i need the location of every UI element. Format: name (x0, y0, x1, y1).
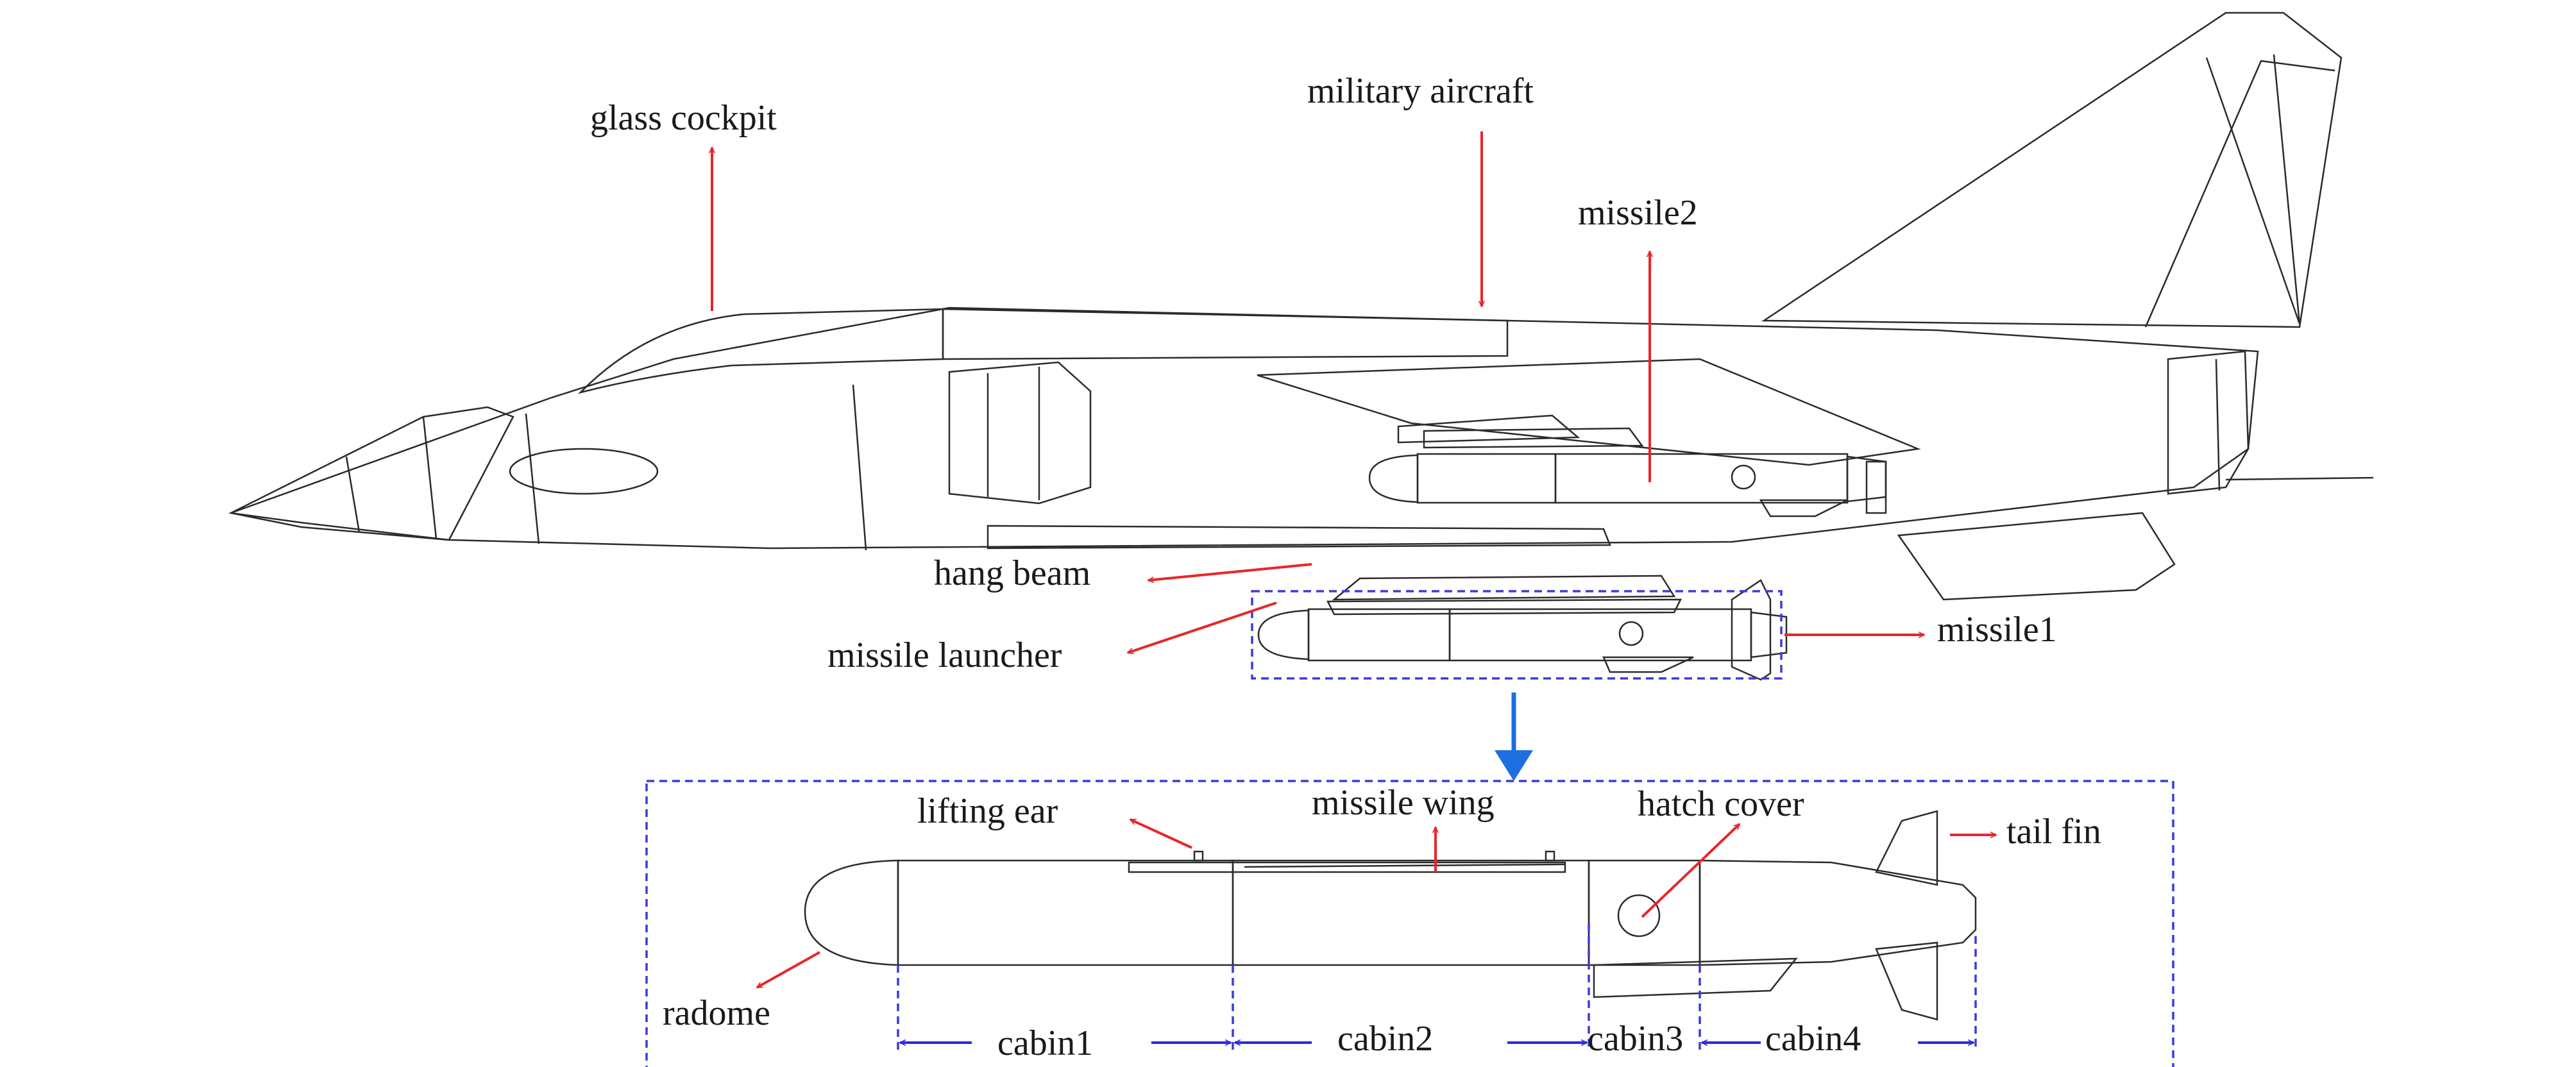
glass-cockpit (577, 308, 944, 394)
detail-arrow (1495, 693, 1533, 781)
missile2-body-rear (1554, 453, 1849, 504)
air-intake (948, 361, 1092, 505)
label-hatch-cover: hatch cover (1638, 784, 1804, 824)
missile1-selection-box (1251, 590, 1783, 680)
radome (804, 859, 899, 966)
cabin4-body (1699, 859, 1977, 966)
label-missile1: missile1 (1937, 610, 2057, 650)
cabin2-body (1232, 859, 1590, 966)
lifting-ear (1193, 850, 1204, 862)
cabin-dimensions (897, 923, 1977, 1052)
label-glass-cockpit: glass cockpit (590, 98, 777, 138)
hang-beam (987, 525, 1611, 550)
label-cabin4: cabin4 (1765, 1019, 1861, 1059)
missile1-tail-fin (1731, 579, 1772, 681)
military-aircraft (228, 12, 2374, 601)
ventral-fin (1897, 512, 2176, 601)
missile-launcher (1326, 575, 1682, 616)
missile-wing (1244, 863, 1566, 868)
label-cabin2: cabin2 (1337, 1019, 1433, 1059)
missile2-body-front (1416, 453, 1557, 504)
missile1-radome (1257, 609, 1310, 660)
wing-strake (1257, 358, 1921, 466)
label-lifting-ear: lifting ear (917, 791, 1058, 831)
detail-missile (804, 810, 1977, 1021)
rear-fuselage (2167, 350, 2250, 495)
cockpit-decking (942, 308, 1509, 360)
missile1 (1257, 579, 1788, 681)
label-tail-fin: tail fin (2006, 812, 2101, 852)
upper-pylon (1397, 414, 1580, 444)
label-missile-launcher: missile launcher (827, 635, 1062, 675)
lower-strake (1593, 957, 1798, 998)
detail-frame (645, 780, 2174, 1067)
nose-cone (228, 406, 514, 541)
label-military-aircraft: military aircraft (1307, 71, 1534, 111)
tail-fin (1875, 810, 1938, 886)
hatch-cover (1617, 894, 1661, 937)
label-radome: radome (663, 993, 770, 1033)
missile1-body-rear (1448, 608, 1752, 662)
label-cabin1: cabin1 (997, 1023, 1093, 1063)
callout-arrows (712, 131, 1996, 989)
cabin1-body (897, 859, 1234, 966)
label-cabin3: cabin3 (1588, 1019, 1683, 1059)
label-missile2: missile2 (1578, 193, 1698, 233)
missile2-radome (1368, 454, 1419, 503)
vertical-tail (1761, 12, 2343, 328)
fuselage (230, 307, 2259, 550)
missile1-body-front (1307, 608, 1451, 662)
missile2 (1368, 427, 1887, 517)
label-hang-beam: hang beam (934, 553, 1090, 593)
label-missile-wing: missile wing (1312, 783, 1495, 823)
